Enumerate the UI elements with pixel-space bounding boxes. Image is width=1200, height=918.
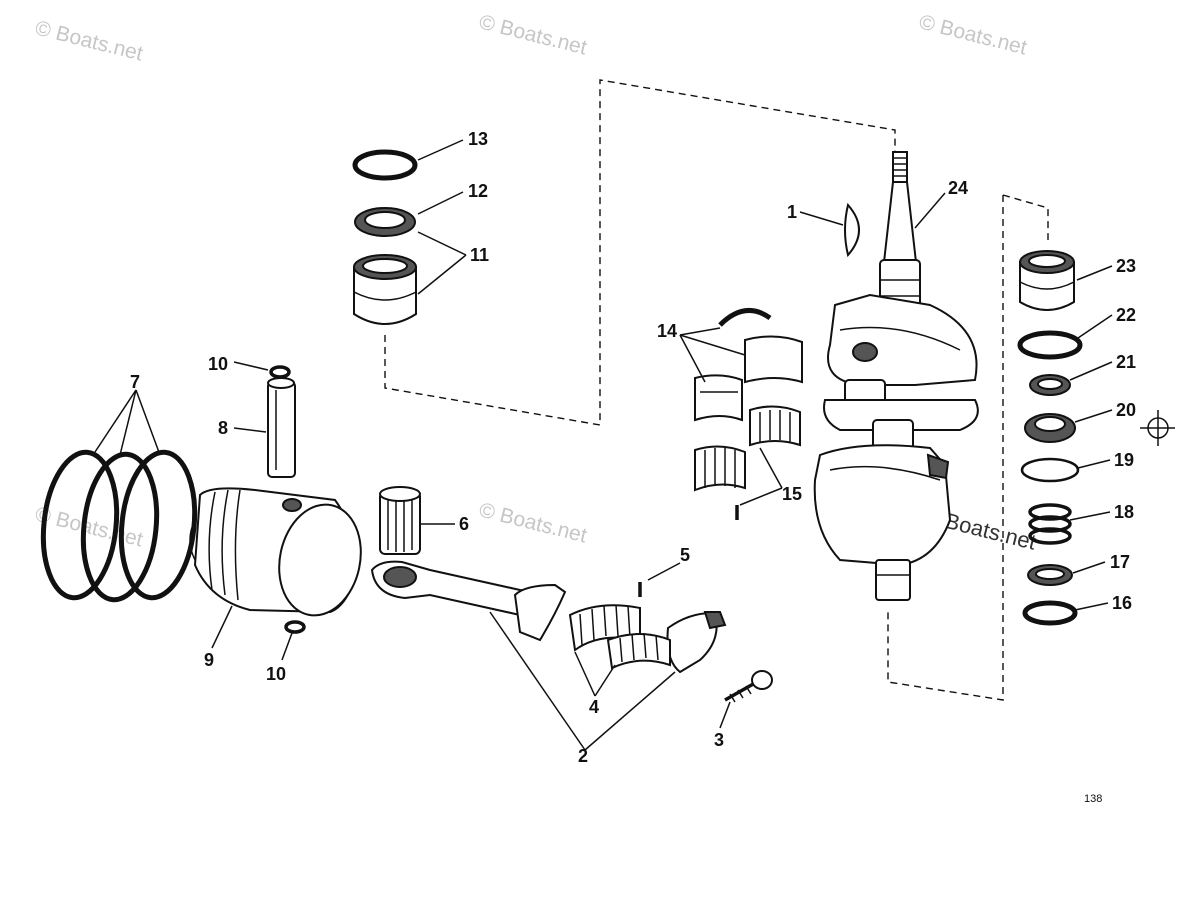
watermark: © Boats.net — [477, 11, 589, 60]
part-label-9: 9 — [204, 650, 214, 670]
part-label-18: 18 — [1114, 502, 1134, 522]
part-11-bearing — [353, 254, 417, 325]
part-label-13: 13 — [468, 129, 488, 149]
watermark: © Boats.net — [917, 11, 1029, 60]
part-label-1: 1 — [787, 202, 797, 222]
part-19-ring — [1020, 457, 1080, 483]
part-label-3: 3 — [714, 730, 724, 750]
watermark: © Boats.net — [33, 17, 145, 66]
figure-number: 138 — [1084, 793, 1102, 805]
part-15-needle-cages — [694, 405, 801, 520]
crosshair-icon — [1140, 410, 1175, 446]
part-label-15: 15 — [782, 484, 802, 504]
part-18-spring — [1028, 503, 1072, 545]
part-10-clip-lower — [284, 620, 306, 634]
part-label-10-lower: 10 — [266, 664, 286, 684]
part-22-ring — [1017, 330, 1083, 360]
part-9-piston — [189, 487, 362, 617]
part-label-6: 6 — [459, 514, 469, 534]
part-16-ring — [1022, 600, 1078, 626]
part-label-4: 4 — [589, 697, 599, 717]
part-6-needle-bearing — [379, 486, 421, 555]
part-label-21: 21 — [1116, 352, 1136, 372]
part-17-washer — [1027, 564, 1073, 586]
part-label-23: 23 — [1116, 256, 1136, 276]
part-label-14: 14 — [657, 321, 677, 341]
part-label-19: 19 — [1114, 450, 1134, 470]
leader-lines — [94, 139, 1113, 751]
watermark: © Boats.net — [33, 503, 145, 552]
part-label-24: 24 — [948, 178, 968, 198]
part-label-16: 16 — [1112, 593, 1132, 613]
part-23-bearing — [1019, 250, 1075, 311]
part-label-20: 20 — [1116, 400, 1136, 420]
part-2-connecting-rod — [370, 560, 727, 674]
part-label-5: 5 — [680, 545, 690, 565]
part-label-12: 12 — [468, 181, 488, 201]
part-21-washer — [1029, 374, 1071, 396]
part-4-rod-bearing-cages — [568, 604, 671, 670]
part-label-10-upper: 10 — [208, 354, 228, 374]
part-label-22: 22 — [1116, 305, 1136, 325]
watermark: © Boats.net — [477, 499, 589, 548]
part-3-bolt — [724, 670, 773, 703]
part-label-7: 7 — [130, 372, 140, 392]
assembly-guide-line — [887, 194, 1049, 701]
part-label-8: 8 — [218, 418, 228, 438]
part-14-bearing-halves — [694, 308, 803, 422]
part-label-2: 2 — [578, 746, 588, 766]
part-20-seal — [1024, 413, 1076, 443]
part-1-woodruff-key — [844, 202, 860, 258]
part-24-crankshaft — [813, 151, 979, 601]
part-13-ring — [352, 149, 418, 181]
part-8-wrist-pin — [267, 377, 296, 478]
part-7-piston-rings — [40, 449, 198, 603]
part-10-clip-upper — [269, 365, 291, 379]
part-12-seal — [354, 207, 416, 237]
part-label-11: 11 — [470, 245, 489, 265]
part-label-17: 17 — [1110, 552, 1130, 572]
